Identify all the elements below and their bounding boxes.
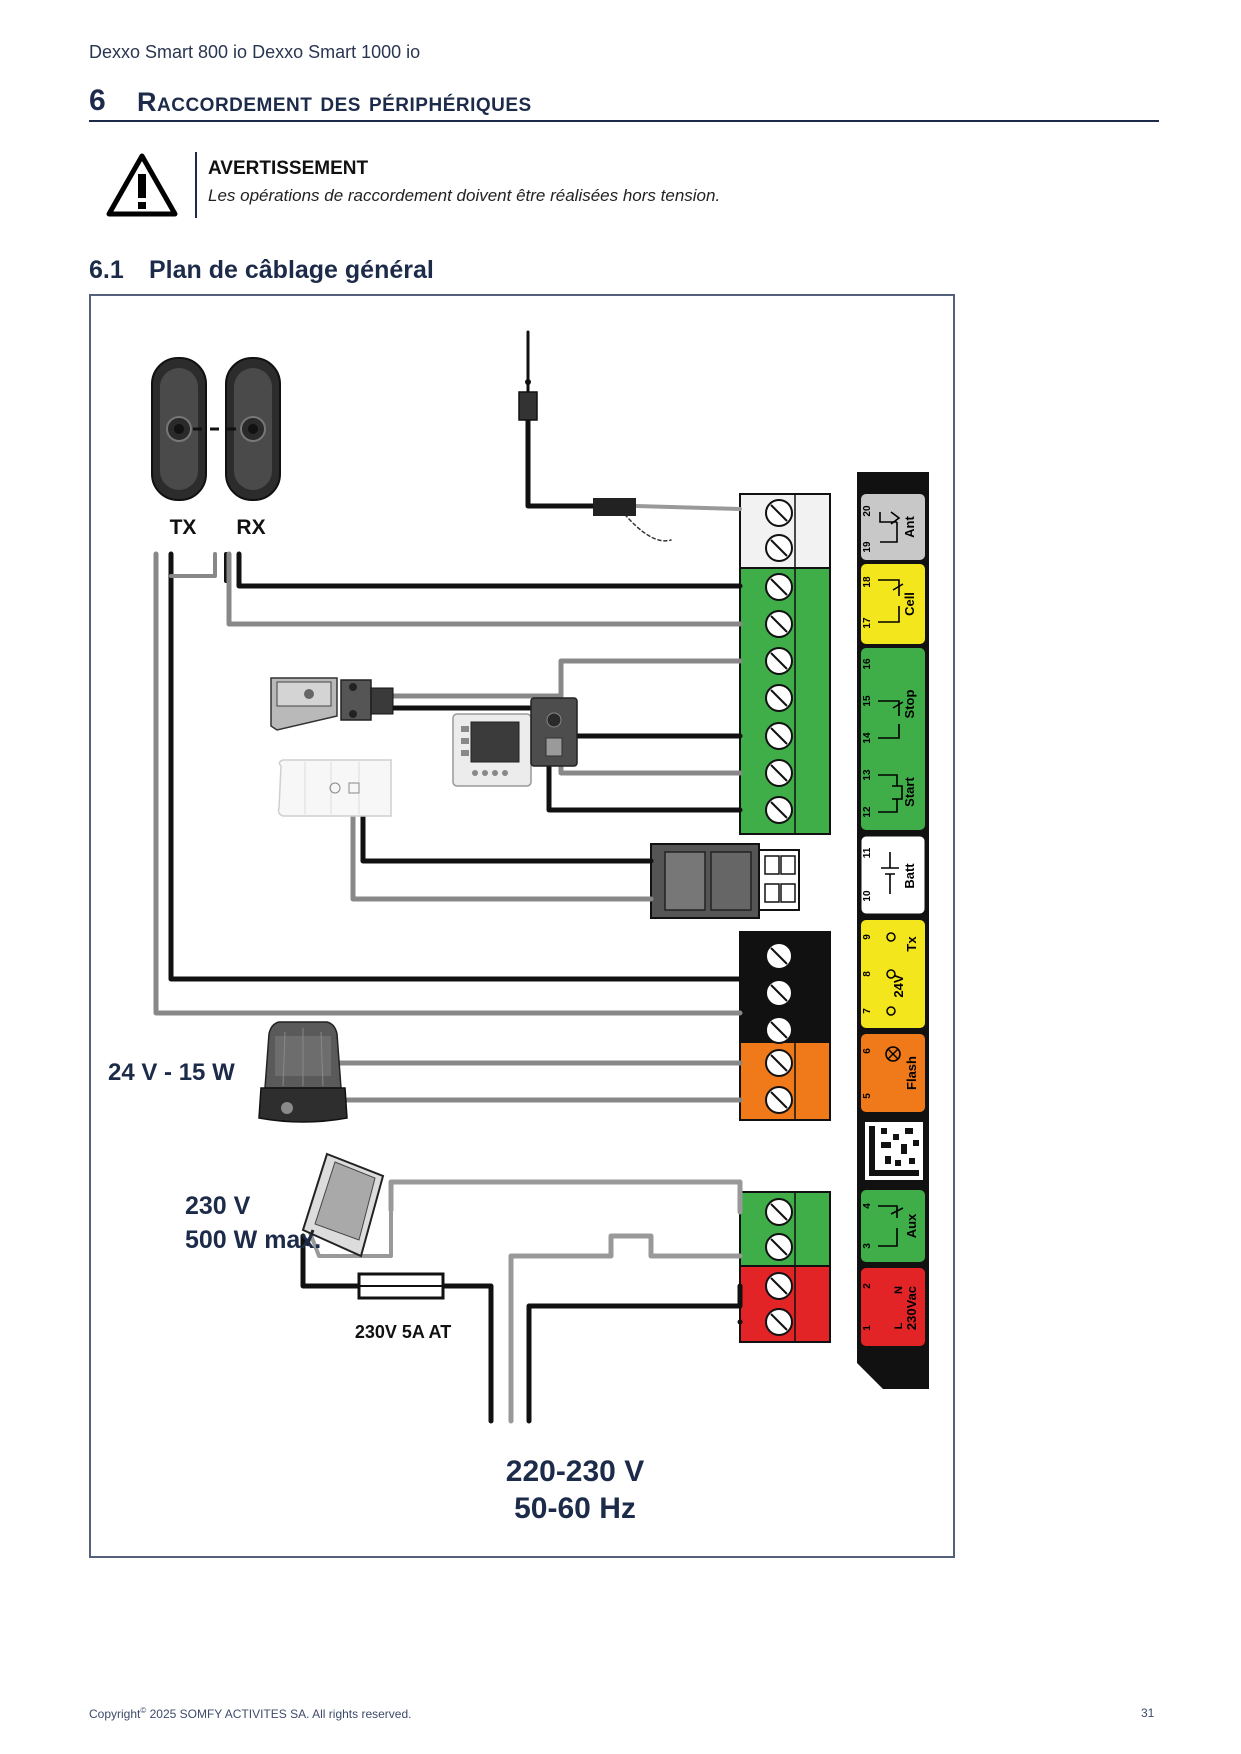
neutral-label: N <box>893 1286 905 1294</box>
subsection-title: Plan de câblage général <box>149 256 434 284</box>
pin-20-label: 20 <box>862 505 873 517</box>
antenna-device <box>518 379 636 516</box>
terminal-flash-label: Flash <box>904 1056 919 1090</box>
pin-7-label: 7 <box>862 1008 873 1014</box>
terminal-stop-label: Stop <box>902 690 917 719</box>
section-heading: 6 Raccordement des périphériques <box>89 84 1159 122</box>
contact-symbol-icon <box>878 579 904 623</box>
lamp-symbol-icon <box>885 1046 901 1062</box>
data-matrix-code <box>865 1122 923 1180</box>
wiring-diagram: 20 19 Ant 18 17 Cell 16 15 14 13 12 Stop… <box>89 294 955 1558</box>
fuse-label: 230V 5A AT <box>355 1322 451 1342</box>
tx-terminal-symbol-icon <box>886 932 896 942</box>
footer-copyright: Copyright© 2025 SOMFY ACTIVITES SA. All … <box>89 1706 411 1721</box>
warning-title: AVERTISSEMENT <box>208 158 369 179</box>
terminal-mains-label: 230Vac <box>904 1286 919 1330</box>
pin-17-label: 17 <box>862 617 873 629</box>
terminal-batt-label: Batt <box>902 863 917 889</box>
pin-12-label: 12 <box>862 806 873 818</box>
lamp-power-label: 500 W max. <box>185 1226 321 1254</box>
pin-18-label: 18 <box>862 576 873 588</box>
warning-separator <box>195 152 197 218</box>
pin-2-label: 2 <box>862 1283 873 1289</box>
pin-13-label: 13 <box>862 769 873 781</box>
pin-3-label: 3 <box>862 1243 873 1249</box>
section-title: Raccordement des périphériques <box>137 87 532 117</box>
terminal-ant-label: Ant <box>902 516 917 538</box>
terminal-cell-block <box>861 564 925 644</box>
pin-19-label: 19 <box>862 541 873 553</box>
live-label: L <box>893 1322 905 1329</box>
terminal-aux-label: Aux <box>904 1213 919 1238</box>
document-header-title: Dexxo Smart 800 io Dexxo Smart 1000 io <box>89 42 421 62</box>
start-contact-icon <box>878 774 903 813</box>
pin-15-label: 15 <box>862 695 873 707</box>
photocell-tx-label: TX <box>170 516 197 539</box>
pin-10-label: 10 <box>862 890 873 902</box>
screw-terminal-column <box>739 493 831 1343</box>
antenna-symbol-icon <box>879 511 901 543</box>
floodlight-device <box>301 1152 385 1258</box>
pin-8-label: 8 <box>862 971 873 977</box>
page-number: 31 <box>1141 1706 1155 1720</box>
copyright-text: 2025 SOMFY ACTIVITES SA. All rights rese… <box>146 1707 412 1721</box>
stop-contact-icon <box>878 700 904 739</box>
terminal-stop-start-block <box>861 648 925 830</box>
pin-16-label: 16 <box>862 658 873 670</box>
subsection-number: 6.1 <box>89 256 124 284</box>
flashing-light-device <box>258 1021 348 1123</box>
24v-minus-symbol-icon <box>886 1006 896 1016</box>
terminal-tx-label: Tx <box>904 936 919 952</box>
intercom-device <box>452 697 578 787</box>
key-switch-device <box>270 677 394 731</box>
terminal-start-label: Start <box>902 777 917 807</box>
pin-6-label: 6 <box>862 1048 873 1054</box>
terminal-24v-label: 24V <box>891 974 906 997</box>
copyright-mark: © <box>140 1706 147 1715</box>
terminal-cell-label: Cell <box>902 592 917 616</box>
aux-contact-icon <box>878 1205 904 1247</box>
backup-battery-device <box>277 759 392 817</box>
pin-9-label: 9 <box>862 934 873 940</box>
battery-connector <box>650 843 800 919</box>
pin-14-label: 14 <box>862 732 873 744</box>
pin-4-label: 4 <box>862 1203 873 1209</box>
warning-triangle-icon <box>106 153 178 217</box>
battery-symbol-icon <box>881 852 899 894</box>
terminal-mains-block <box>861 1268 925 1346</box>
wiring-diagram-canvas: 20 19 Ant 18 17 Cell 16 15 14 13 12 Stop… <box>108 330 929 1525</box>
pin-11-label: 11 <box>862 847 873 858</box>
terminal-tx24-block <box>861 920 925 1028</box>
lamp-voltage-label: 230 V <box>185 1192 251 1220</box>
warning-text: Les opérations de raccordement doivent ê… <box>208 186 721 205</box>
terminal-label-strip: 20 19 Ant 18 17 Cell 16 15 14 13 12 Stop… <box>857 472 929 1389</box>
24v-plus-symbol-icon <box>886 969 896 979</box>
terminal-ant-block <box>861 494 925 560</box>
photocell-tx <box>151 357 207 501</box>
photocell-rx <box>225 357 281 501</box>
terminal-aux-block <box>861 1190 925 1262</box>
terminal-flash-block <box>861 1034 925 1112</box>
terminal-batt-block <box>860 835 926 915</box>
section-number: 6 <box>89 84 106 117</box>
subsection-heading: 6.1 Plan de câblage général <box>89 256 434 285</box>
mains-voltage-label: 220-230 V <box>506 1455 644 1488</box>
pin-1-label: 1 <box>862 1325 873 1331</box>
flash-power-label: 24 V - 15 W <box>108 1059 235 1086</box>
mains-frequency-label: 50-60 Hz <box>514 1492 636 1525</box>
pin-5-label: 5 <box>862 1093 873 1099</box>
copyright-prefix: Copyright <box>89 1707 141 1721</box>
photocell-rx-label: RX <box>236 516 265 539</box>
